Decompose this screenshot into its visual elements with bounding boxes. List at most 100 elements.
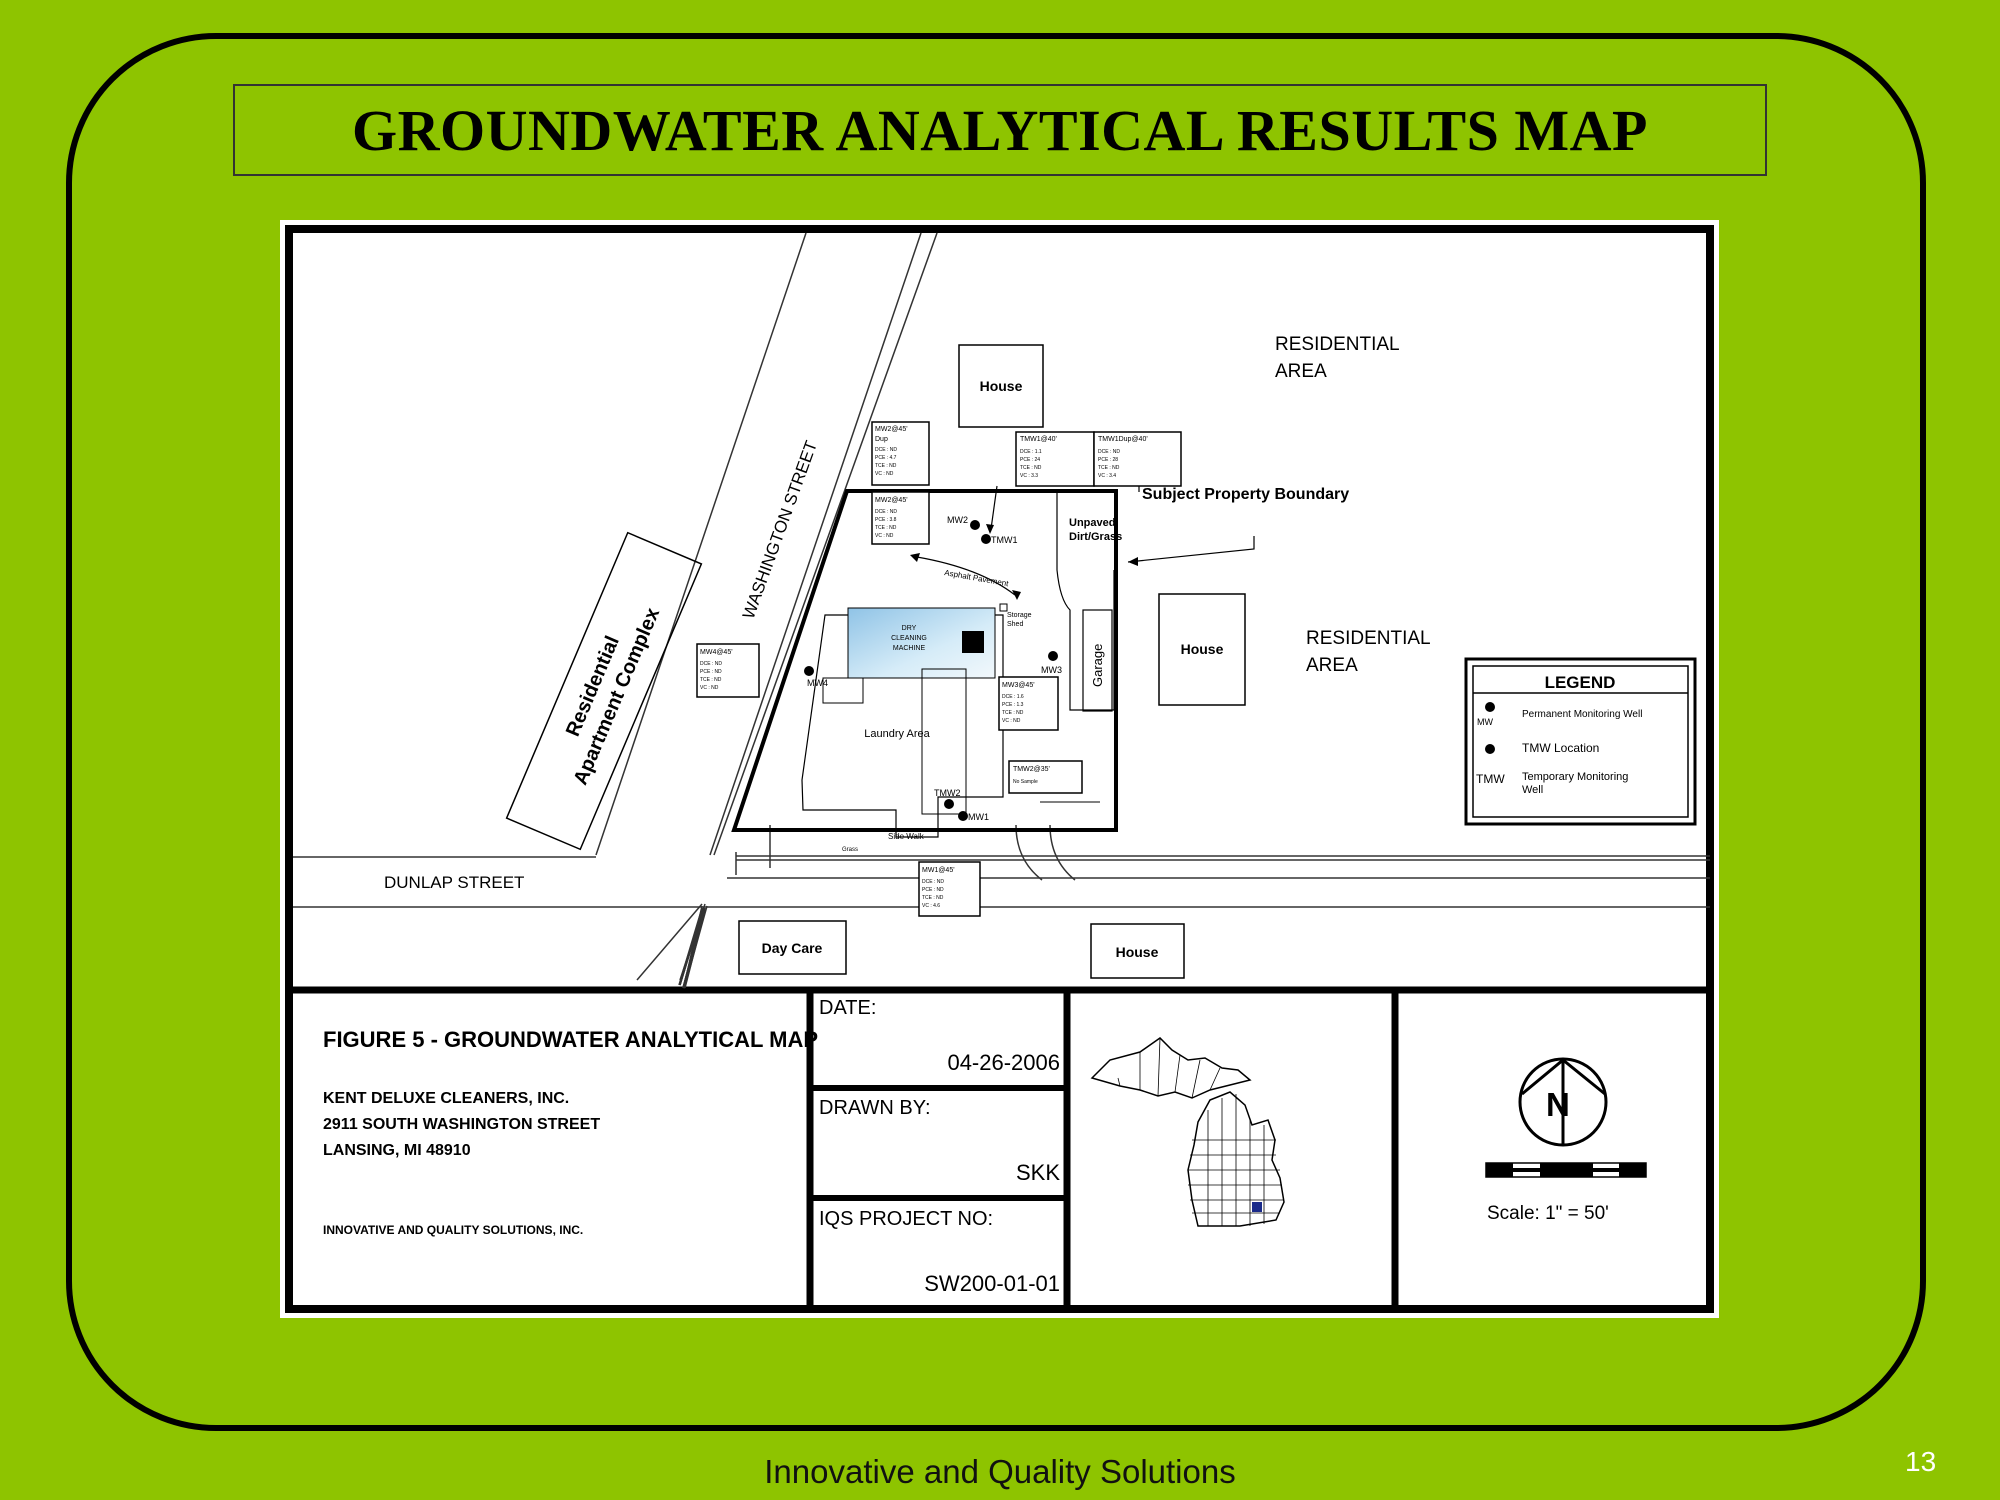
washington-street-mid-edge <box>713 232 938 856</box>
sample-box-mw4: MW4@45' DCE : ND PCE : ND TCE : ND VC : … <box>696 643 760 698</box>
sample-row: TCE : ND <box>1002 710 1024 716</box>
address-line-2: LANSING, MI 48910 <box>323 1142 471 1159</box>
asphalt-arrow <box>916 556 1016 596</box>
county-grid-line <box>1157 1037 1161 1097</box>
house-top-label: House <box>980 378 1023 394</box>
legend-mw-icon <box>1485 702 1495 712</box>
washington-street-south-edge-50 <box>683 909 705 989</box>
sample-box-outline <box>1093 431 1182 487</box>
sample-box-title: MW3@45' <box>1002 682 1035 689</box>
address-line-1: 2911 SOUTH WASHINGTON STREET <box>323 1116 600 1133</box>
tmw1-arrowhead <box>986 524 994 534</box>
north-label: N <box>1546 1086 1570 1123</box>
sample-row: PCE : ND <box>700 669 722 675</box>
sample-row: VC : ND <box>875 471 894 477</box>
mw3-label: MW3 <box>1041 665 1062 675</box>
mw2-well-icon <box>970 520 980 530</box>
sample-box-tmw2: TMW2@35' No Sample <box>1008 760 1083 794</box>
washington-street-south-edge-4 <box>678 907 703 986</box>
boundary-leader-line <box>1127 536 1255 563</box>
company-name: KENT DELUXE CLEANERS, INC. <box>323 1090 569 1107</box>
legend-mw-symbol: MW <box>1477 717 1493 727</box>
sample-row: DCE : 1.1 <box>1020 449 1042 455</box>
sample-box-mw2dup: MW2@45' Dup DCE : ND PCE : 4.7 TCE : ND … <box>871 421 930 486</box>
sample-row: PCE : 28 <box>1098 457 1118 463</box>
sample-box-tmw1: TMW1@40' DCE : 1.1 PCE : 24 TCE : ND VC … <box>1015 431 1095 487</box>
sample-box-title-2: Dup <box>875 436 888 443</box>
sample-row: VC : 3.4 <box>1098 473 1116 479</box>
day-care-outline <box>738 920 847 975</box>
sample-row: DCE : ND <box>922 879 944 885</box>
legend-mw-text: Permanent Monitoring Well <box>1522 709 1642 720</box>
sample-box-title: MW2@45' <box>875 426 908 433</box>
north-arrow: N <box>1518 1057 1608 1147</box>
sample-box-title: MW4@45' <box>700 649 733 656</box>
house-top-outline <box>958 344 1044 428</box>
res-area-1-line-2: AREA <box>1275 361 1327 382</box>
legend-outer <box>1464 657 1697 826</box>
county-grid-line <box>1209 1067 1221 1091</box>
legend-tmw-location-icon <box>1485 744 1495 754</box>
tmw1-well-icon <box>981 534 991 544</box>
dry-cleaning-machine-icon <box>962 631 984 653</box>
date-label: DATE: <box>819 997 876 1019</box>
grass-label: Grass <box>842 847 858 853</box>
garage-outline <box>1082 609 1113 712</box>
dry-cleaning-label-3: MACHINE <box>893 645 926 652</box>
upper-peninsula <box>1090 1037 1252 1099</box>
lower-peninsula <box>1187 1091 1285 1227</box>
sample-box-title: MW1@45' <box>922 867 955 874</box>
sample-row: DCE : ND <box>1098 449 1120 455</box>
sample-row: DCE : ND <box>875 509 897 515</box>
sample-box-title: TMW1@40' <box>1020 436 1057 443</box>
unpaved-label-1: Unpaved <box>1069 517 1115 529</box>
sample-row: TCE : ND <box>922 895 944 901</box>
sample-row: TCE : ND <box>875 525 897 531</box>
sample-row: VC : ND <box>875 533 894 539</box>
tmw1-label: TMW1 <box>991 535 1018 545</box>
asphalt-arrowhead-1 <box>910 553 920 562</box>
sample-box-outline <box>696 643 760 698</box>
sample-row: VC : ND <box>1002 718 1021 724</box>
driveway-curve-2 <box>1049 824 1076 881</box>
washington-street-west-edge <box>595 232 807 856</box>
county-grid-line <box>1117 1077 1121 1087</box>
tmw2-label: TMW2 <box>934 788 961 798</box>
washington-street-south-west <box>636 903 703 981</box>
laundry-wing <box>921 668 967 815</box>
dry-cleaning-label-2: CLEANING <box>891 635 927 642</box>
res-area-2-line-1: RESIDENTIAL <box>1306 628 1431 649</box>
project-number-value: SW200-01-01 <box>924 1271 1060 1296</box>
scale-bar-segment <box>1540 1163 1593 1177</box>
subject-boundary-label: Subject Property Boundary <box>1142 486 1349 503</box>
slide-footer: Innovative and Quality Solutions <box>764 1453 1236 1490</box>
sample-row: TCE : ND <box>700 677 722 683</box>
house-right-label: House <box>1181 641 1224 657</box>
legend-inner <box>1472 665 1689 818</box>
res-area-2-line-2: AREA <box>1306 655 1358 676</box>
date-value: 04-26-2006 <box>947 1050 1060 1075</box>
slide-title: GROUNDWATER ANALYTICAL RESULTS MAP <box>352 97 1648 163</box>
sample-box-mw2: MW2@45' DCE : ND PCE : 3.8 TCE : ND VC :… <box>871 491 930 545</box>
scale-bar <box>1485 1162 1647 1178</box>
mw1-well-icon <box>958 811 968 821</box>
sample-box-tmw1dup: TMW1Dup@40' DCE : ND PCE : 28 TCE : ND V… <box>1093 431 1182 487</box>
sample-row: VC : 4.6 <box>922 903 940 909</box>
sample-box-outline <box>998 676 1059 731</box>
asphalt-arrowhead-2 <box>1012 590 1021 600</box>
sample-row: DCE : 1.6 <box>1002 694 1024 700</box>
sample-row: DCE : ND <box>700 661 722 667</box>
sample-row: PCE : 1.3 <box>1002 702 1024 708</box>
dry-cleaning-label-1: DRY <box>902 625 917 632</box>
house-right-outline <box>1158 593 1246 706</box>
county-grid-line <box>1174 1054 1181 1093</box>
figure-title: FIGURE 5 - GROUNDWATER ANALYTICAL MAP <box>323 1027 818 1052</box>
sample-row: PCE : ND <box>922 887 944 893</box>
mw1-label: MW1 <box>968 812 989 822</box>
tmw2-well-icon <box>944 799 954 809</box>
sample-row: VC : 3.3 <box>1020 473 1038 479</box>
res-area-1-line-1: RESIDENTIAL <box>1275 334 1400 355</box>
sample-row: VC : ND <box>700 685 719 691</box>
drawn-by-value: SKK <box>1016 1160 1060 1185</box>
apartment-outline <box>505 531 703 851</box>
